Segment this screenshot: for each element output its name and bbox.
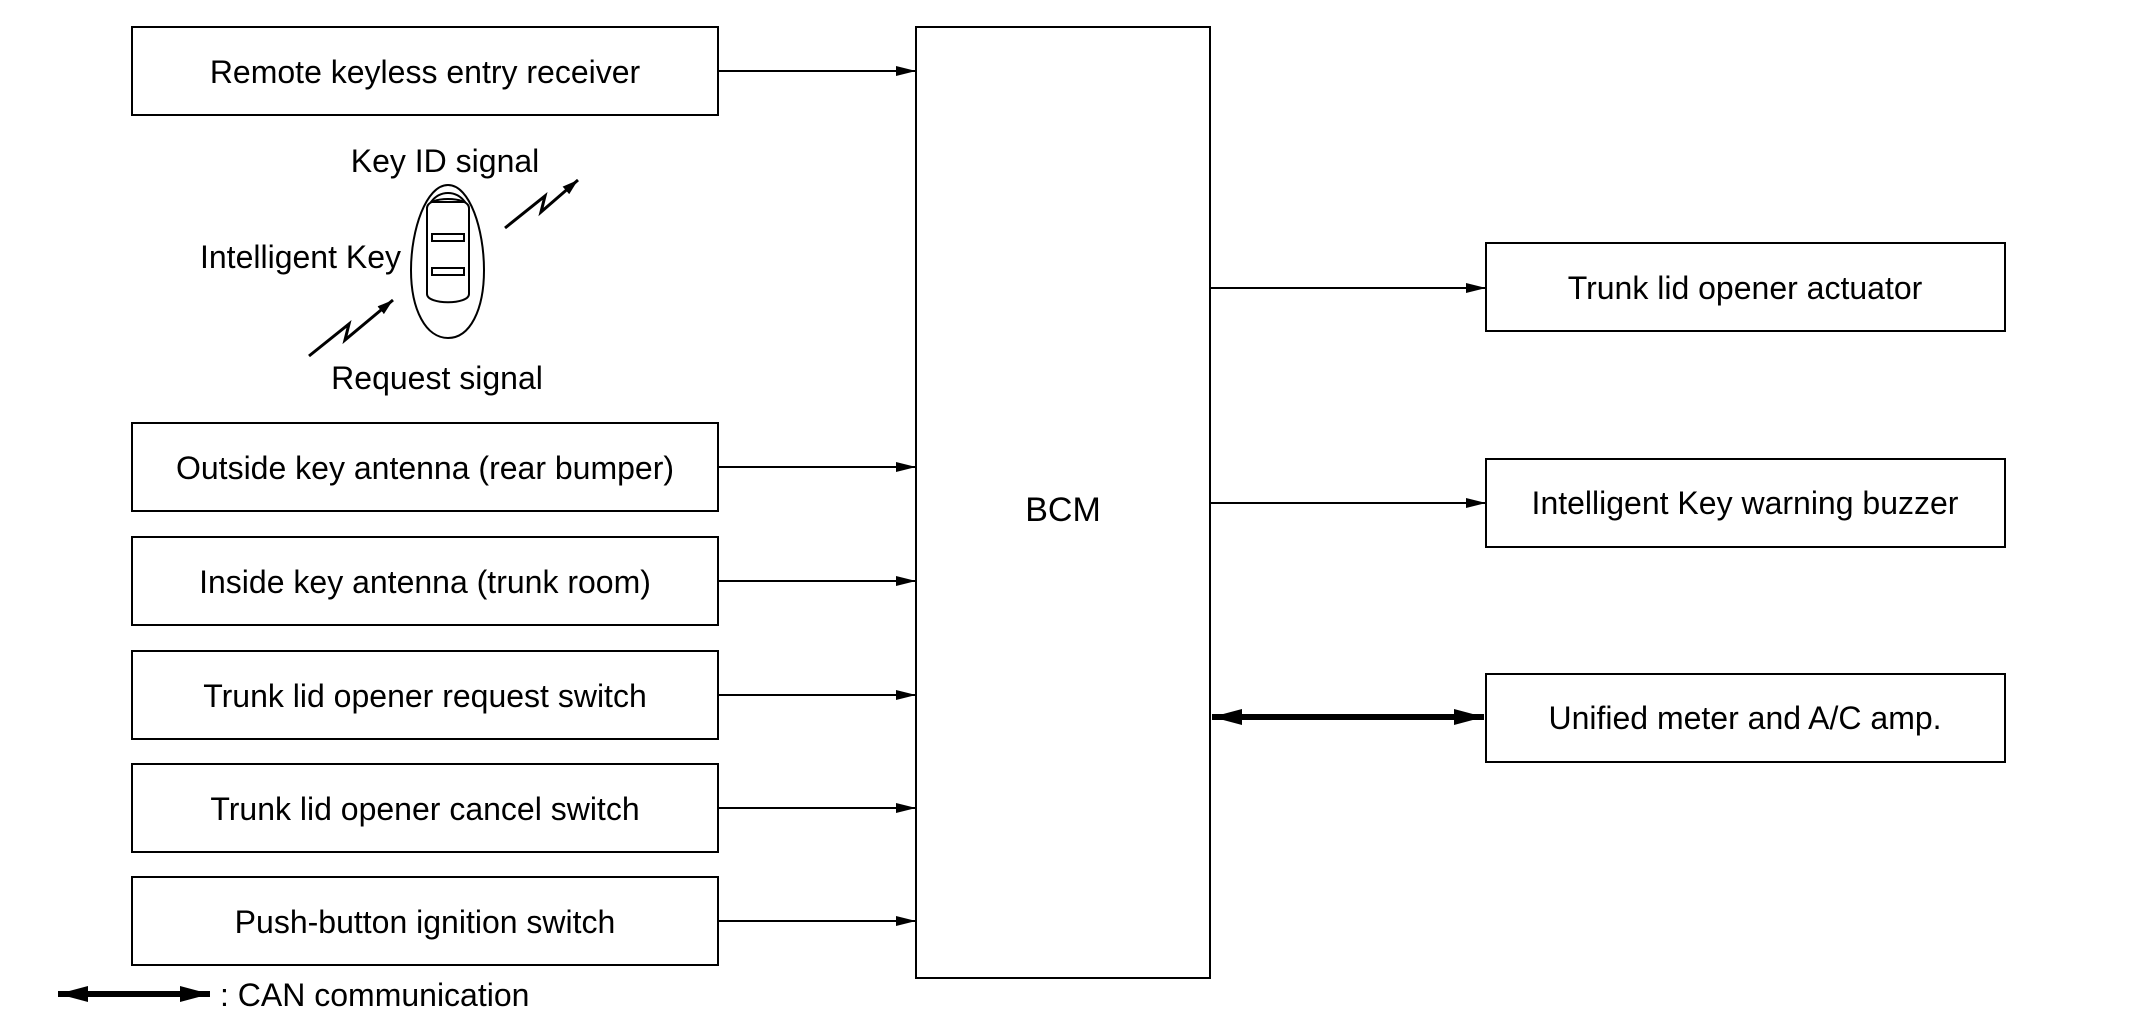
input-outside-key-antenna: Outside key antenna (rear bumper) [131, 422, 719, 512]
input-label: Trunk lid opener cancel switch [210, 791, 639, 827]
output-intelligent-key-warning-buzzer: Intelligent Key warning buzzer [1485, 458, 2006, 548]
output-trunk-lid-opener-actuator: Trunk lid opener actuator [1485, 242, 2006, 332]
input-label: Inside key antenna (trunk room) [199, 564, 651, 600]
output-label: Trunk lid opener actuator [1568, 270, 1923, 306]
legend-can-label: : CAN communication [220, 977, 529, 1013]
input-trunk-lid-opener-request-switch: Trunk lid opener request switch [131, 650, 719, 740]
input-label: Remote keyless entry receiver [210, 54, 641, 90]
key-id-signal-label: Key ID signal [351, 143, 540, 179]
key-id-signal-wave-icon [504, 178, 579, 230]
input-push-button-ignition-switch: Push-button ignition switch [131, 876, 719, 966]
intelligent-key-fob-icon [409, 183, 486, 340]
input-inside-key-antenna: Inside key antenna (trunk room) [131, 536, 719, 626]
bcm-block: BCM [915, 26, 1211, 979]
input-remote-keyless-entry-receiver: Remote keyless entry receiver [131, 26, 719, 116]
intelligent-key-label: Intelligent Key [200, 239, 401, 275]
legend: : CAN communication [58, 977, 529, 1013]
input-label: Outside key antenna (rear bumper) [176, 450, 674, 486]
intelligent-key-group: Key ID signal Intelligent Key Request si… [200, 143, 579, 396]
request-signal-wave-icon [308, 298, 394, 358]
request-signal-label: Request signal [331, 360, 543, 396]
output-unified-meter-ac-amp: Unified meter and A/C amp. [1485, 673, 2006, 763]
output-label: Intelligent Key warning buzzer [1532, 485, 1959, 521]
input-label: Push-button ignition switch [235, 904, 616, 940]
input-label: Trunk lid opener request switch [203, 678, 646, 714]
input-trunk-lid-opener-cancel-switch: Trunk lid opener cancel switch [131, 763, 719, 853]
output-label: Unified meter and A/C amp. [1548, 700, 1941, 736]
bcm-label: BCM [1025, 491, 1101, 529]
